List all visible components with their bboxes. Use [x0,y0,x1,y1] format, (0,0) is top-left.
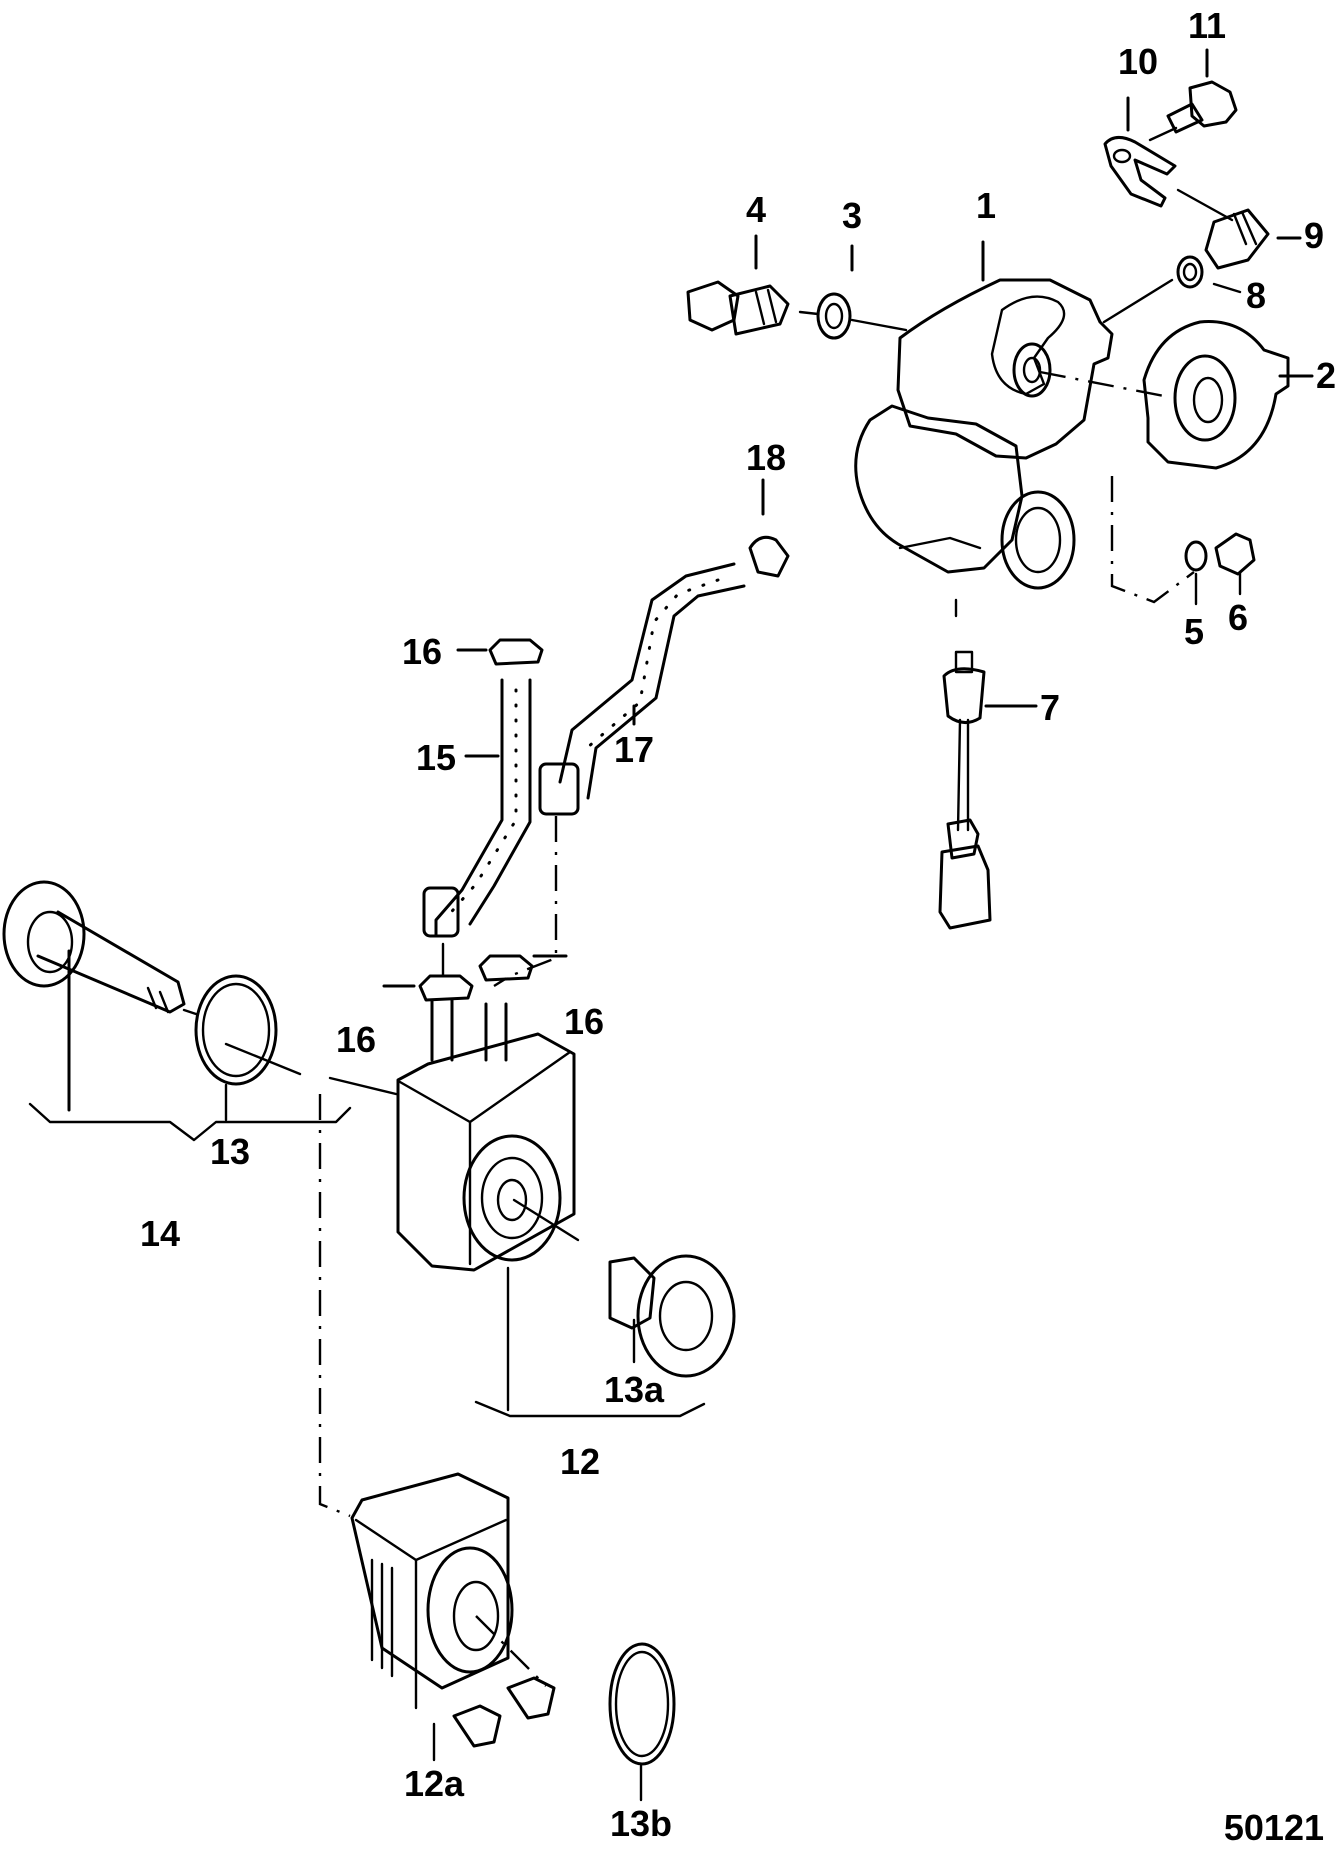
callout-13: 13 [210,1131,250,1172]
part-sensor-7 [938,650,1038,930]
callout-15: 15 [416,737,456,778]
centerline-2 [1039,370,1165,398]
callout-10: 10 [1118,41,1158,82]
part-bracket-10 [1103,96,1177,208]
part-oring-13 [194,974,302,1122]
part-stud-14 [2,880,352,1142]
callout-9: 9 [1304,215,1324,256]
part-plug-9 [1176,188,1302,270]
part-housing-1 [854,240,1114,618]
callout-12a: 12a [404,1763,465,1804]
part-adapter-13a [608,1254,736,1378]
callout-1: 1 [976,185,996,226]
callout-16-right: 16 [564,1001,604,1042]
part-cooler-12 [328,998,706,1418]
callout-13b: 13b [610,1803,672,1844]
callout-13a: 13a [604,1369,665,1410]
callout-3: 3 [842,195,862,236]
part-hose-15 [422,678,532,978]
part-oring-13b [608,1642,676,1802]
part-clamp-18 [748,478,790,578]
callout-16-left: 16 [336,1019,376,1060]
callout-18: 18 [746,437,786,478]
part-washer-5 [1110,476,1208,606]
callout-8: 8 [1246,275,1266,316]
part-clamp-16-left [382,974,474,1002]
callout-4: 4 [746,189,766,230]
part-cover-2 [1142,320,1314,470]
callout-7: 7 [1040,687,1060,728]
part-bolt-4 [686,234,790,336]
part-clamp-16-right [478,954,568,982]
callout-11: 11 [1188,5,1226,46]
centerline-12a [318,1094,351,1518]
part-clamp-16-top [456,638,544,666]
part-bolt-11 [1148,48,1238,142]
callout-16-top: 16 [402,631,442,672]
part-washer-3 [798,244,908,340]
callout-2: 2 [1316,355,1336,396]
callout-12: 12 [560,1441,600,1482]
callout-6: 6 [1228,597,1248,638]
part-washer-8 [1102,255,1242,324]
part-cooler-12a [350,1472,556,1762]
figure-number: 50121 [1224,1807,1324,1848]
callout-17: 17 [614,729,654,770]
part-plug-6 [1214,532,1256,596]
callout-5: 5 [1184,611,1204,652]
callout-14: 14 [140,1213,180,1254]
